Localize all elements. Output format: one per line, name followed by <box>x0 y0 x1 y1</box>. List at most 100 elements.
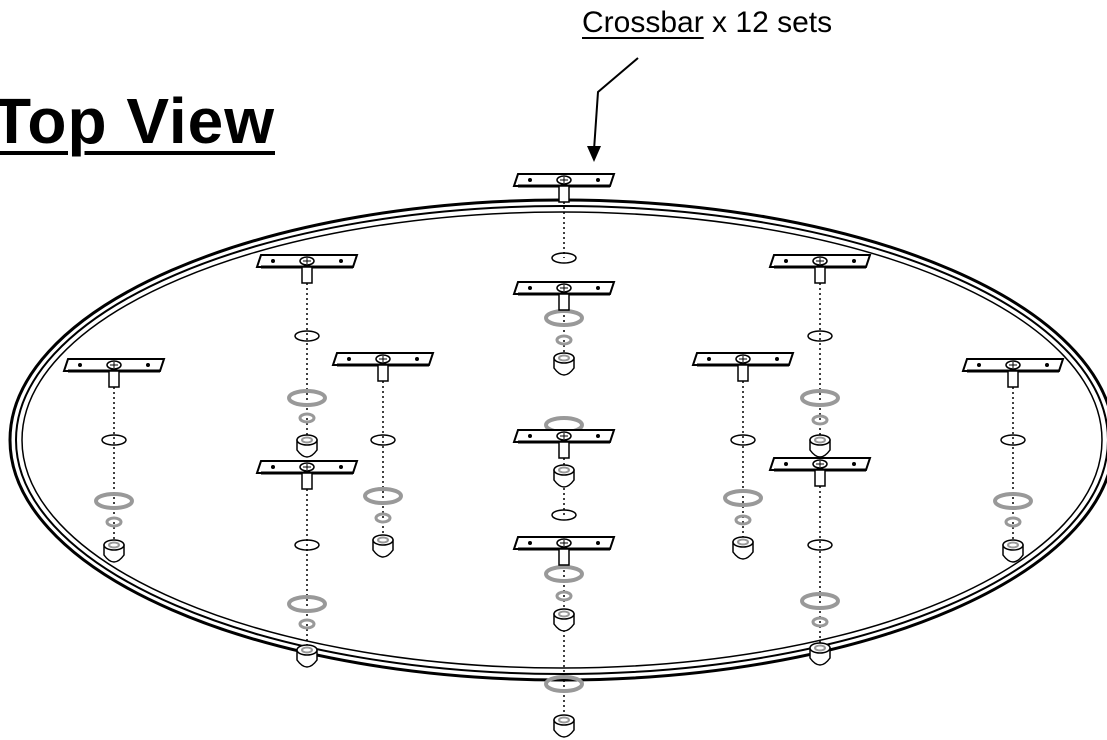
cap-nut-bore <box>814 644 826 652</box>
cap-nut-bore <box>737 538 749 546</box>
crossbar-hole <box>596 286 600 290</box>
hex-nut <box>811 616 829 628</box>
crossbar-hole <box>78 363 82 367</box>
crossbar-hole <box>339 259 343 263</box>
cap-nut-top <box>553 714 575 726</box>
hex-nut <box>1004 516 1022 528</box>
callout-arrowhead <box>587 146 601 162</box>
crossbar-hole <box>271 465 275 469</box>
crossbar-set <box>691 352 795 560</box>
crossbar-bolt-slot <box>816 461 824 467</box>
cap-nut-top <box>809 642 831 654</box>
flat-washer <box>94 492 134 510</box>
cap-nut-bore <box>558 716 570 724</box>
cap-nut-bore <box>108 541 120 549</box>
hex-nut <box>374 512 392 524</box>
crossbar-hole <box>528 286 532 290</box>
cap-nut-top <box>296 644 318 656</box>
cap-nut-bore <box>1007 541 1019 549</box>
hex-nut <box>811 414 829 426</box>
crossbar-bolt-slot <box>1009 362 1017 368</box>
crossbar-hole <box>528 541 532 545</box>
crossbar-set <box>512 416 616 521</box>
flat-washer <box>544 565 584 583</box>
crossbar-stud <box>377 364 389 382</box>
callout-leader-line <box>593 57 639 151</box>
crossbar-bolt-slot <box>110 362 118 368</box>
callout-part-name: Crossbar <box>582 6 704 39</box>
crossbar-hole <box>339 465 343 469</box>
crossbar-set <box>512 281 616 376</box>
crossbar-stud <box>814 469 826 487</box>
crossbar-stud <box>558 441 570 459</box>
cap-nut-bore <box>301 436 313 444</box>
crossbar-hole <box>415 357 419 361</box>
flat-washer <box>800 389 840 407</box>
cap-nut-top <box>103 539 125 551</box>
cap-nut-bore <box>558 610 570 618</box>
spacer-ring <box>807 330 833 342</box>
crossbar-stud <box>558 548 570 566</box>
crossbar-bolt-slot <box>303 258 311 264</box>
crossbar-hole <box>596 434 600 438</box>
crossbar-hole <box>784 259 788 263</box>
crossbar-hole <box>852 259 856 263</box>
crossbar-hole <box>596 178 600 182</box>
crossbar-stud <box>558 185 570 203</box>
callout-quantity: x 12 sets <box>712 6 833 39</box>
crossbar-hole <box>146 363 150 367</box>
cap-nut-bore <box>377 536 389 544</box>
cap-nut-top <box>553 464 575 476</box>
crossbar-hole <box>347 357 351 361</box>
cap-nut-top <box>553 352 575 364</box>
crossbar-hole <box>775 357 779 361</box>
crossbar-hole <box>977 363 981 367</box>
crossbar-set <box>331 352 435 558</box>
flat-washer <box>544 309 584 327</box>
crossbar-set <box>768 457 872 666</box>
spacer-ring <box>1000 434 1026 446</box>
crossbar-hole <box>784 462 788 466</box>
ring-inner-rim <box>21 211 1103 669</box>
crossbar-stud <box>301 472 313 490</box>
cap-nut-bore <box>558 466 570 474</box>
cap-nut-bore <box>558 354 570 362</box>
flat-washer <box>993 492 1033 510</box>
crossbar-stud <box>108 370 120 388</box>
crossbar-bolt-slot <box>560 433 568 439</box>
crossbar-bolt-slot <box>560 285 568 291</box>
spacer-ring <box>294 539 320 551</box>
flat-washer <box>287 595 327 613</box>
crossbar-stud <box>737 364 749 382</box>
crossbar-bolt-slot <box>816 258 824 264</box>
crossbar-hole <box>271 259 275 263</box>
hex-nut <box>298 412 316 424</box>
cap-nut-top <box>296 434 318 446</box>
crossbar-set <box>512 536 616 738</box>
crossbar-set <box>62 358 166 563</box>
crossbar-stud <box>814 266 826 284</box>
cap-nut-bore <box>814 436 826 444</box>
crossbar-hole <box>707 357 711 361</box>
spacer-ring <box>730 434 756 446</box>
crossbar-bolt-slot <box>303 464 311 470</box>
hex-nut <box>298 618 316 630</box>
crossbar-sets <box>62 173 1065 738</box>
flat-washer <box>287 389 327 407</box>
hex-nut <box>555 334 573 346</box>
crossbar-bolt-slot <box>560 177 568 183</box>
spacer-ring <box>294 330 320 342</box>
cap-nut-top <box>1002 539 1024 551</box>
hex-nut <box>105 516 123 528</box>
page-title: Top View <box>0 85 275 157</box>
spacer-ring <box>551 509 577 521</box>
crossbar-hole <box>1045 363 1049 367</box>
crossbar-set <box>961 358 1065 563</box>
hex-nut <box>555 590 573 602</box>
crossbar-set <box>255 254 359 458</box>
flat-washer <box>363 487 403 505</box>
spacer-ring <box>807 539 833 551</box>
crossbar-stud <box>1007 370 1019 388</box>
cap-nut-top <box>809 434 831 446</box>
